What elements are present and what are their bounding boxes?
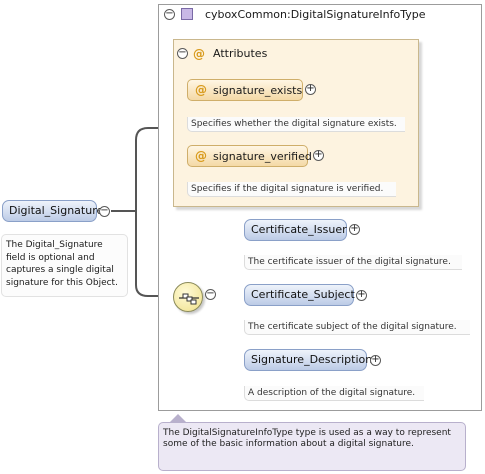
- attribute-icon: @: [195, 83, 207, 97]
- sequence-icon: [179, 293, 199, 305]
- certificate-subject-expand-toggle[interactable]: +: [356, 290, 367, 301]
- sequence-compositor-icon[interactable]: [173, 282, 203, 312]
- certificate-issuer-expand-toggle[interactable]: +: [349, 224, 360, 235]
- sequence-collapse-toggle[interactable]: −: [205, 289, 216, 300]
- attribute-signature-verified[interactable]: @ signature_verified: [187, 145, 312, 167]
- attribute-label: signature_verified: [213, 150, 312, 163]
- signature-exists-expand-toggle[interactable]: +: [305, 84, 316, 95]
- expand-icon: +: [371, 354, 380, 365]
- type-collapse-toggle[interactable]: −: [164, 9, 175, 20]
- expand-icon: +: [357, 289, 366, 300]
- signature-verified-expand-toggle[interactable]: +: [313, 150, 324, 161]
- root-element-digital-signature[interactable]: Digital_Signature: [2, 200, 103, 222]
- element-signature-description[interactable]: Signature_Description: [244, 349, 372, 371]
- expand-icon: +: [350, 223, 359, 234]
- attribute-icon: @: [195, 149, 207, 163]
- attributes-title: Attributes: [213, 47, 268, 60]
- type-title: cyboxCommon:DigitalSignatureInfoType: [205, 8, 426, 21]
- signature-description-expand-toggle[interactable]: +: [370, 355, 381, 366]
- signature-verified-description: Specifies if the digital signature is ve…: [187, 182, 396, 197]
- element-certificate-subject[interactable]: Certificate_Subject: [244, 284, 355, 306]
- root-collapse-toggle[interactable]: −: [99, 206, 110, 217]
- collapse-icon: −: [100, 205, 109, 216]
- attribute-signature-exists[interactable]: @ signature_exists: [187, 79, 303, 101]
- collapse-icon: −: [178, 47, 187, 58]
- type-description-pointer: [170, 414, 186, 422]
- signature-description-description: A description of the digital signature.: [244, 386, 424, 401]
- root-description: The Digital_Signature field is optional …: [1, 234, 128, 297]
- type-description: The DigitalSignatureInfoType type is use…: [158, 422, 466, 471]
- attribute-label: signature_exists: [213, 84, 303, 97]
- root-to-sequence-connector: [135, 211, 173, 297]
- attributes-collapse-toggle[interactable]: −: [177, 48, 188, 59]
- element-certificate-issuer[interactable]: Certificate_Issuer: [244, 219, 347, 241]
- collapse-icon: −: [206, 288, 215, 299]
- root-to-type-connector: [111, 127, 173, 212]
- expand-icon: +: [314, 149, 323, 160]
- certificate-subject-description: The certificate subject of the digital s…: [244, 320, 470, 335]
- certificate-issuer-description: The certificate issuer of the digital si…: [244, 255, 462, 270]
- complex-type-icon: [181, 8, 193, 20]
- expand-icon: +: [306, 83, 315, 94]
- signature-exists-description: Specifies whether the digital signature …: [187, 117, 405, 132]
- collapse-icon: −: [165, 8, 174, 19]
- attribute-icon: @: [193, 47, 205, 61]
